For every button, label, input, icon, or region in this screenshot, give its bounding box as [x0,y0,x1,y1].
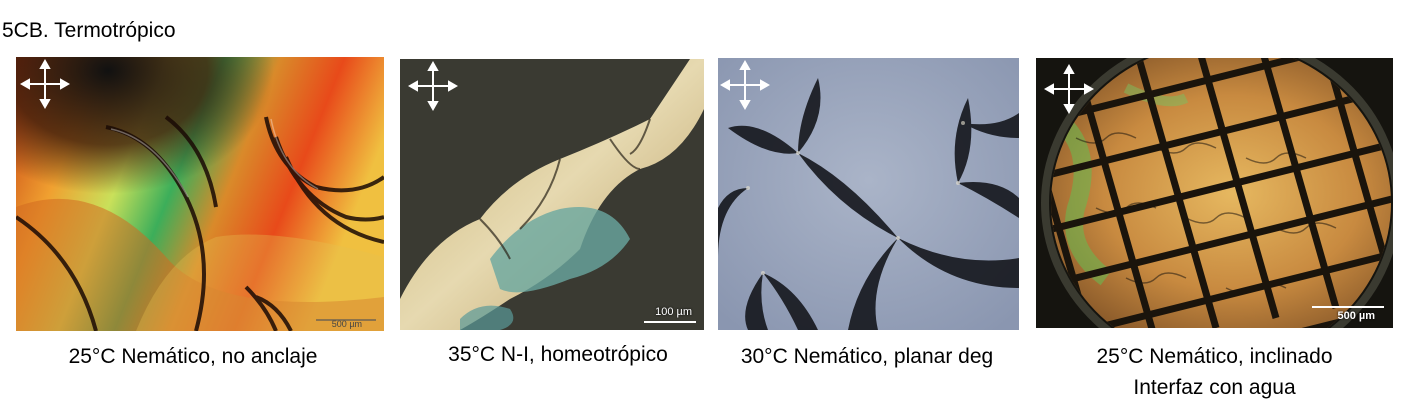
micrograph-nematic-planar-degenerate [718,58,1019,330]
caption-panel-2: 35°C N-I, homeotrópico [448,343,668,366]
caption-panel-4-line-2: Interfaz con agua [1133,376,1296,399]
crossed-polarizers-icon [20,59,70,109]
scale-bar-label: 500 µm [1337,310,1375,322]
crossed-polarizers-icon [1044,64,1094,114]
scale-bar-label: 500 µm [331,319,362,329]
caption-panel-1: 25°C Nemático, no anclaje [68,345,318,368]
crossed-polarizers-icon [720,60,770,110]
micrograph-ni-homeotropic: 100 µm [400,59,704,330]
caption-panel-3: 30°C Nemático, planar deg [740,345,994,368]
scale-bar-label: 100 µm [655,306,692,318]
caption-panel-4-line-1: 25°C Nemático, inclinado [1096,345,1333,368]
micrograph-nematic-no-anchoring: 500 µm [16,57,384,331]
crossed-polarizers-icon [408,61,458,111]
micrograph-nematic-tilted-water-interface: 500 µm [1036,58,1393,328]
figure-title: 5CB. Termotrópico [2,19,176,42]
